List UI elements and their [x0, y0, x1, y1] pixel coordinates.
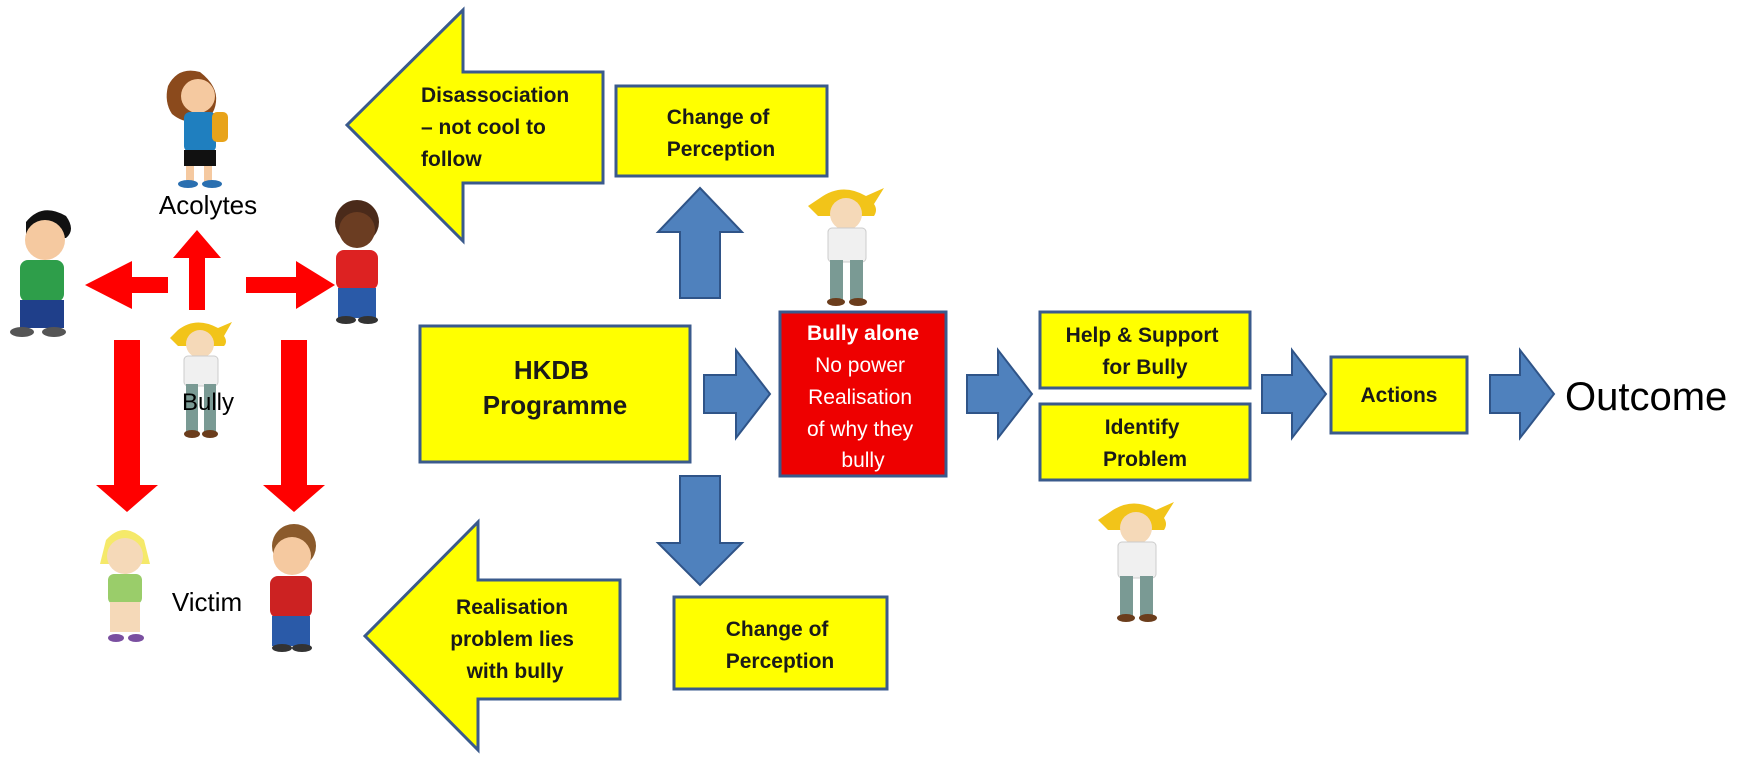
red-arrow-right: [246, 261, 335, 309]
bully-alone-box: Bully alone No power Realisation of why …: [778, 310, 948, 478]
acolytes-label: Acolytes: [159, 190, 257, 220]
change-of-perception-bottom-box: Change of Perception: [672, 595, 889, 691]
blue-arrow-right-bully-alone: [966, 347, 1034, 441]
blue-arrow-up: [655, 186, 745, 299]
disassociation-text: Disassociation – not cool to follow: [421, 84, 575, 171]
svg-text:No power Realisation: No power Realisation of why they bully: [807, 354, 919, 472]
actions-box: Actions: [1329, 355, 1469, 435]
realisation-text: Realisation problem lies with bully: [450, 596, 580, 683]
disassociation-arrow: [344, 6, 605, 245]
red-arrow-left: [85, 261, 168, 309]
acolyte-boy-right-figure: [335, 200, 379, 324]
red-arrows: [85, 230, 335, 512]
identify-problem-box: Identify Problem: [1038, 402, 1252, 482]
svg-text:HKDB Programme: HKDB Programme: [483, 355, 628, 420]
svg-text:Actions: Actions: [1360, 384, 1437, 407]
svg-text:Change of Perception: Change of Perception: [667, 106, 776, 161]
blue-arrow-right-hkdb: [703, 347, 772, 441]
red-arrow-down-left: [96, 340, 158, 512]
svg-text:Change of Perception: Change of Perception: [726, 618, 835, 673]
blue-arrow-right-help: [1261, 347, 1328, 441]
svg-text:Help & Support for Bully: Help & Support for Bully: [1066, 324, 1225, 379]
bully-label: Bully: [182, 389, 234, 416]
red-arrow-down-right: [263, 340, 325, 512]
outcome-label: Outcome: [1565, 375, 1727, 419]
victim-boy-figure: [270, 524, 316, 652]
red-arrow-up: [173, 230, 221, 310]
acolyte-boy-left-figure: [10, 210, 71, 337]
victim-girl-figure: [100, 530, 150, 642]
blue-arrow-down: [655, 475, 745, 587]
bully-figure-bottom: [1098, 502, 1174, 622]
victim-label: Victim: [172, 587, 242, 617]
acolyte-girl-figure: [166, 70, 228, 188]
bully-figure-top: [808, 188, 884, 306]
bully-figure-left: [170, 322, 232, 438]
help-support-box: Help & Support for Bully: [1038, 310, 1252, 390]
svg-text:Bully alone: Bully alone: [807, 322, 919, 345]
change-of-perception-top-box: Change of Perception: [614, 84, 829, 178]
realisation-arrow: [362, 518, 622, 754]
blue-arrow-right-actions: [1489, 347, 1556, 441]
hkdb-programme-box: HKDB Programme: [418, 324, 692, 464]
svg-text:Identify Problem: Identify Problem: [1103, 416, 1187, 471]
